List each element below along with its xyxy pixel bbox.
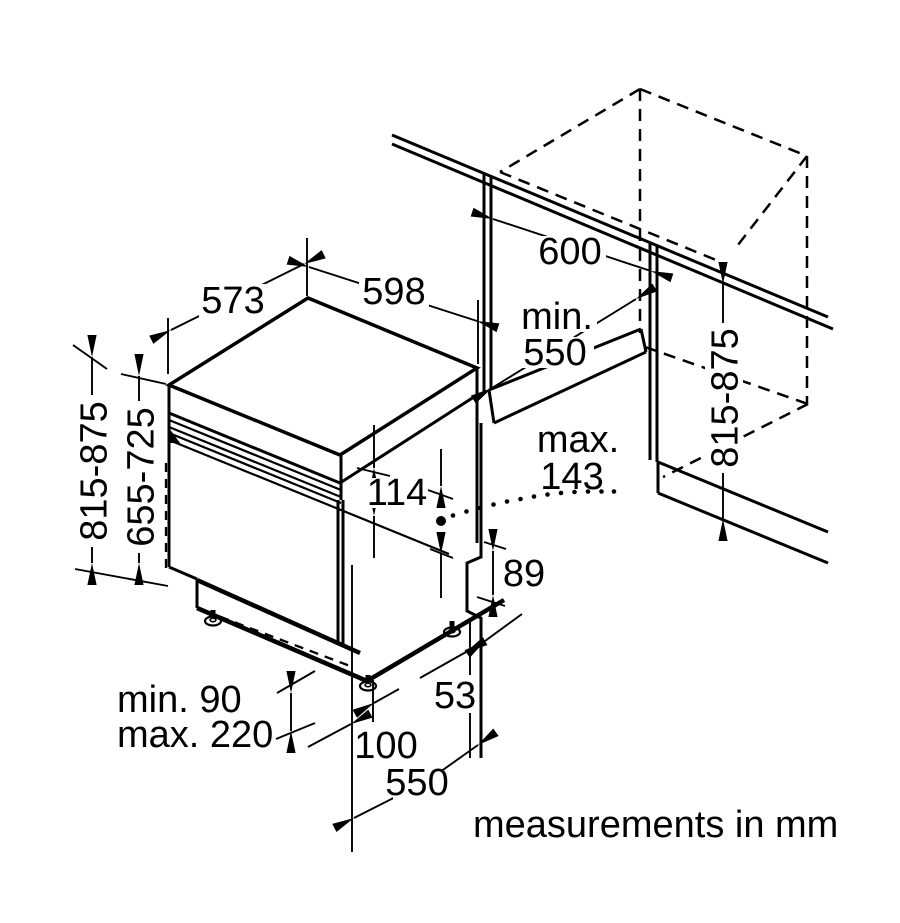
dim-appliance-height-label: 815-875	[73, 401, 115, 540]
appliance-door	[167, 368, 479, 647]
dim-appliance-height: 815-875	[73, 335, 115, 585]
dim-front-panel-height-label: 655-725	[120, 407, 162, 546]
foot-right	[442, 621, 462, 638]
leader-dot	[436, 516, 446, 526]
dim-plinth-step-height: 89	[476, 529, 545, 617]
dim-top-depth: 573	[149, 250, 326, 344]
dim-control-panel-height: 114	[356, 425, 428, 558]
foot-front	[358, 675, 378, 692]
dim-niche-width-label: 600	[538, 231, 601, 273]
dim-niche-depth: min. 550	[470, 283, 658, 404]
dim-niche-width: 600	[470, 207, 674, 283]
dim-plinth-step-depth-label: 53	[434, 675, 476, 717]
dim-plinth-clearance-max-label: max. 220	[117, 714, 273, 756]
dim-base-depth-label: 550	[385, 762, 448, 804]
dim-door-offset-prefix: max.	[537, 419, 619, 461]
dim-plinth-clearance: min. 90 max. 220	[117, 670, 316, 756]
dim-top-width: 598	[286, 255, 500, 333]
dim-top-depth-label: 573	[201, 280, 264, 322]
dim-control-panel-height-label: 114	[367, 472, 428, 514]
control-panel-strip	[168, 418, 450, 556]
niche-left-side-panel	[482, 174, 493, 392]
dim-niche-depth-value: 550	[523, 332, 586, 374]
dim-plinth-step-depth: 53	[419, 613, 523, 717]
foot-left	[203, 610, 223, 627]
dim-niche-height-label: 815-875	[704, 328, 746, 467]
worktop	[391, 133, 834, 331]
dim-plinth-clearance-min-label: min. 90	[117, 679, 242, 721]
units-note: measurements in mm	[473, 804, 838, 846]
dim-niche-depth-prefix: min.	[521, 296, 593, 338]
appliance-top-face	[165, 296, 481, 485]
dim-niche-height: 815-875	[704, 262, 746, 541]
dim-plinth-step-height-label: 89	[503, 553, 545, 595]
leveling-feet	[203, 610, 462, 692]
dim-door-offset-value: 143	[540, 456, 603, 498]
appliance-base	[164, 463, 506, 684]
dim-top-width-label: 598	[362, 271, 425, 313]
appliance	[164, 296, 506, 692]
dim-front-panel-height: 655-725	[120, 354, 162, 585]
dotted-leader	[450, 489, 617, 518]
dim-front-gap-label: 100	[354, 725, 417, 767]
dim-door-offset: max. 143	[427, 419, 619, 598]
dim-base-depth: 550	[332, 728, 499, 833]
dim-front-gap: 100	[307, 688, 418, 767]
